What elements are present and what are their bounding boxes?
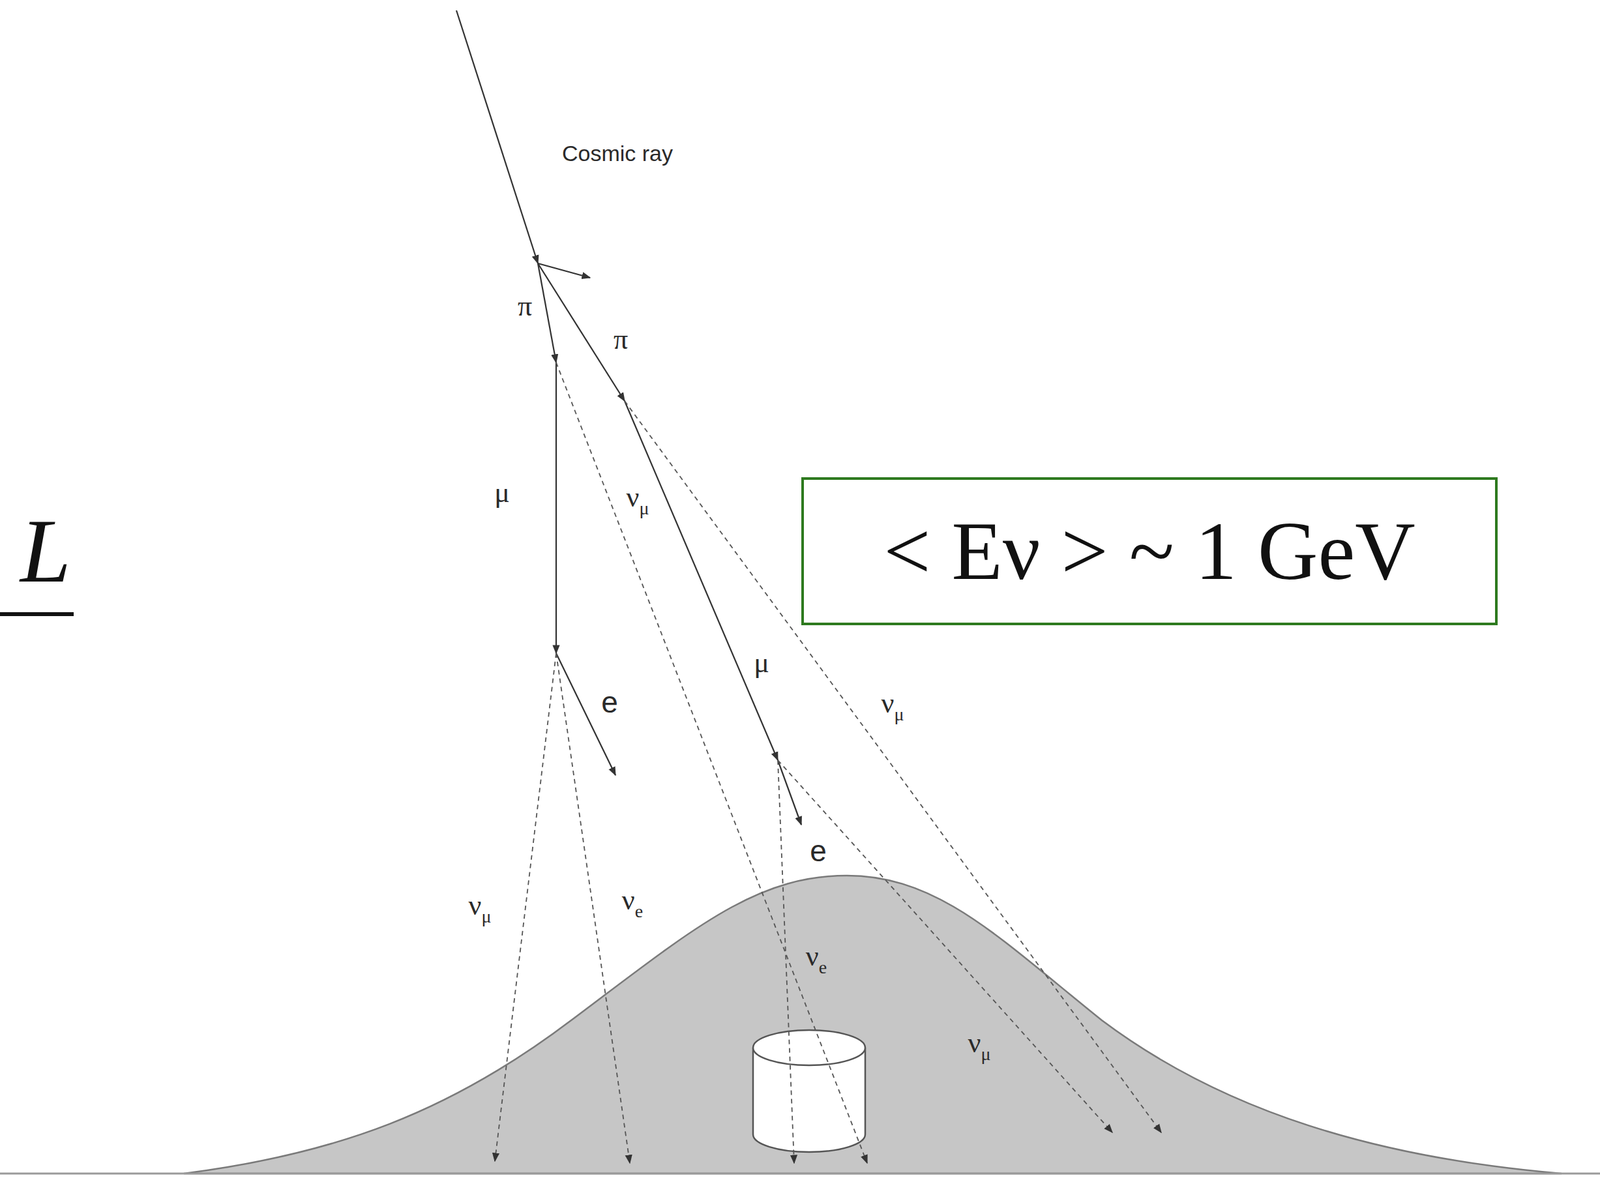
fraction-bar xyxy=(0,612,74,617)
neutrino-track xyxy=(777,760,1113,1133)
particle-label: e xyxy=(601,687,619,718)
particle-label: νe xyxy=(805,942,827,977)
particle-label: μ xyxy=(494,478,510,508)
ground-line xyxy=(0,1172,1600,1175)
formula-fragment: L xyxy=(20,505,72,597)
particle-label: π xyxy=(517,292,533,321)
particle-label: νμ xyxy=(468,891,492,926)
electron-track xyxy=(777,760,802,825)
neutrino-track xyxy=(777,760,795,1164)
cosmic-ray-track xyxy=(456,10,538,264)
particle-label: νμ xyxy=(626,483,650,518)
particle-label: νμ xyxy=(881,689,905,724)
particle-label: e xyxy=(809,835,827,866)
detector-cylinder xyxy=(753,1030,866,1153)
energy-callout-box: < Eν > ~ 1 GeV xyxy=(801,477,1498,626)
muon-track xyxy=(555,362,557,654)
neutrino-track xyxy=(494,653,557,1162)
particle-label: π xyxy=(613,325,628,355)
particle-label: νμ xyxy=(968,1028,992,1064)
particle-label: νe xyxy=(622,886,643,921)
mountain xyxy=(183,875,1562,1174)
particle-label: μ xyxy=(753,648,770,678)
callout-text: < Eν > ~ 1 GeV xyxy=(883,507,1415,595)
neutrino-track xyxy=(556,653,630,1164)
muon-track xyxy=(624,400,778,761)
particle-label: Cosmic ray xyxy=(562,142,673,165)
pion-track xyxy=(537,263,625,401)
